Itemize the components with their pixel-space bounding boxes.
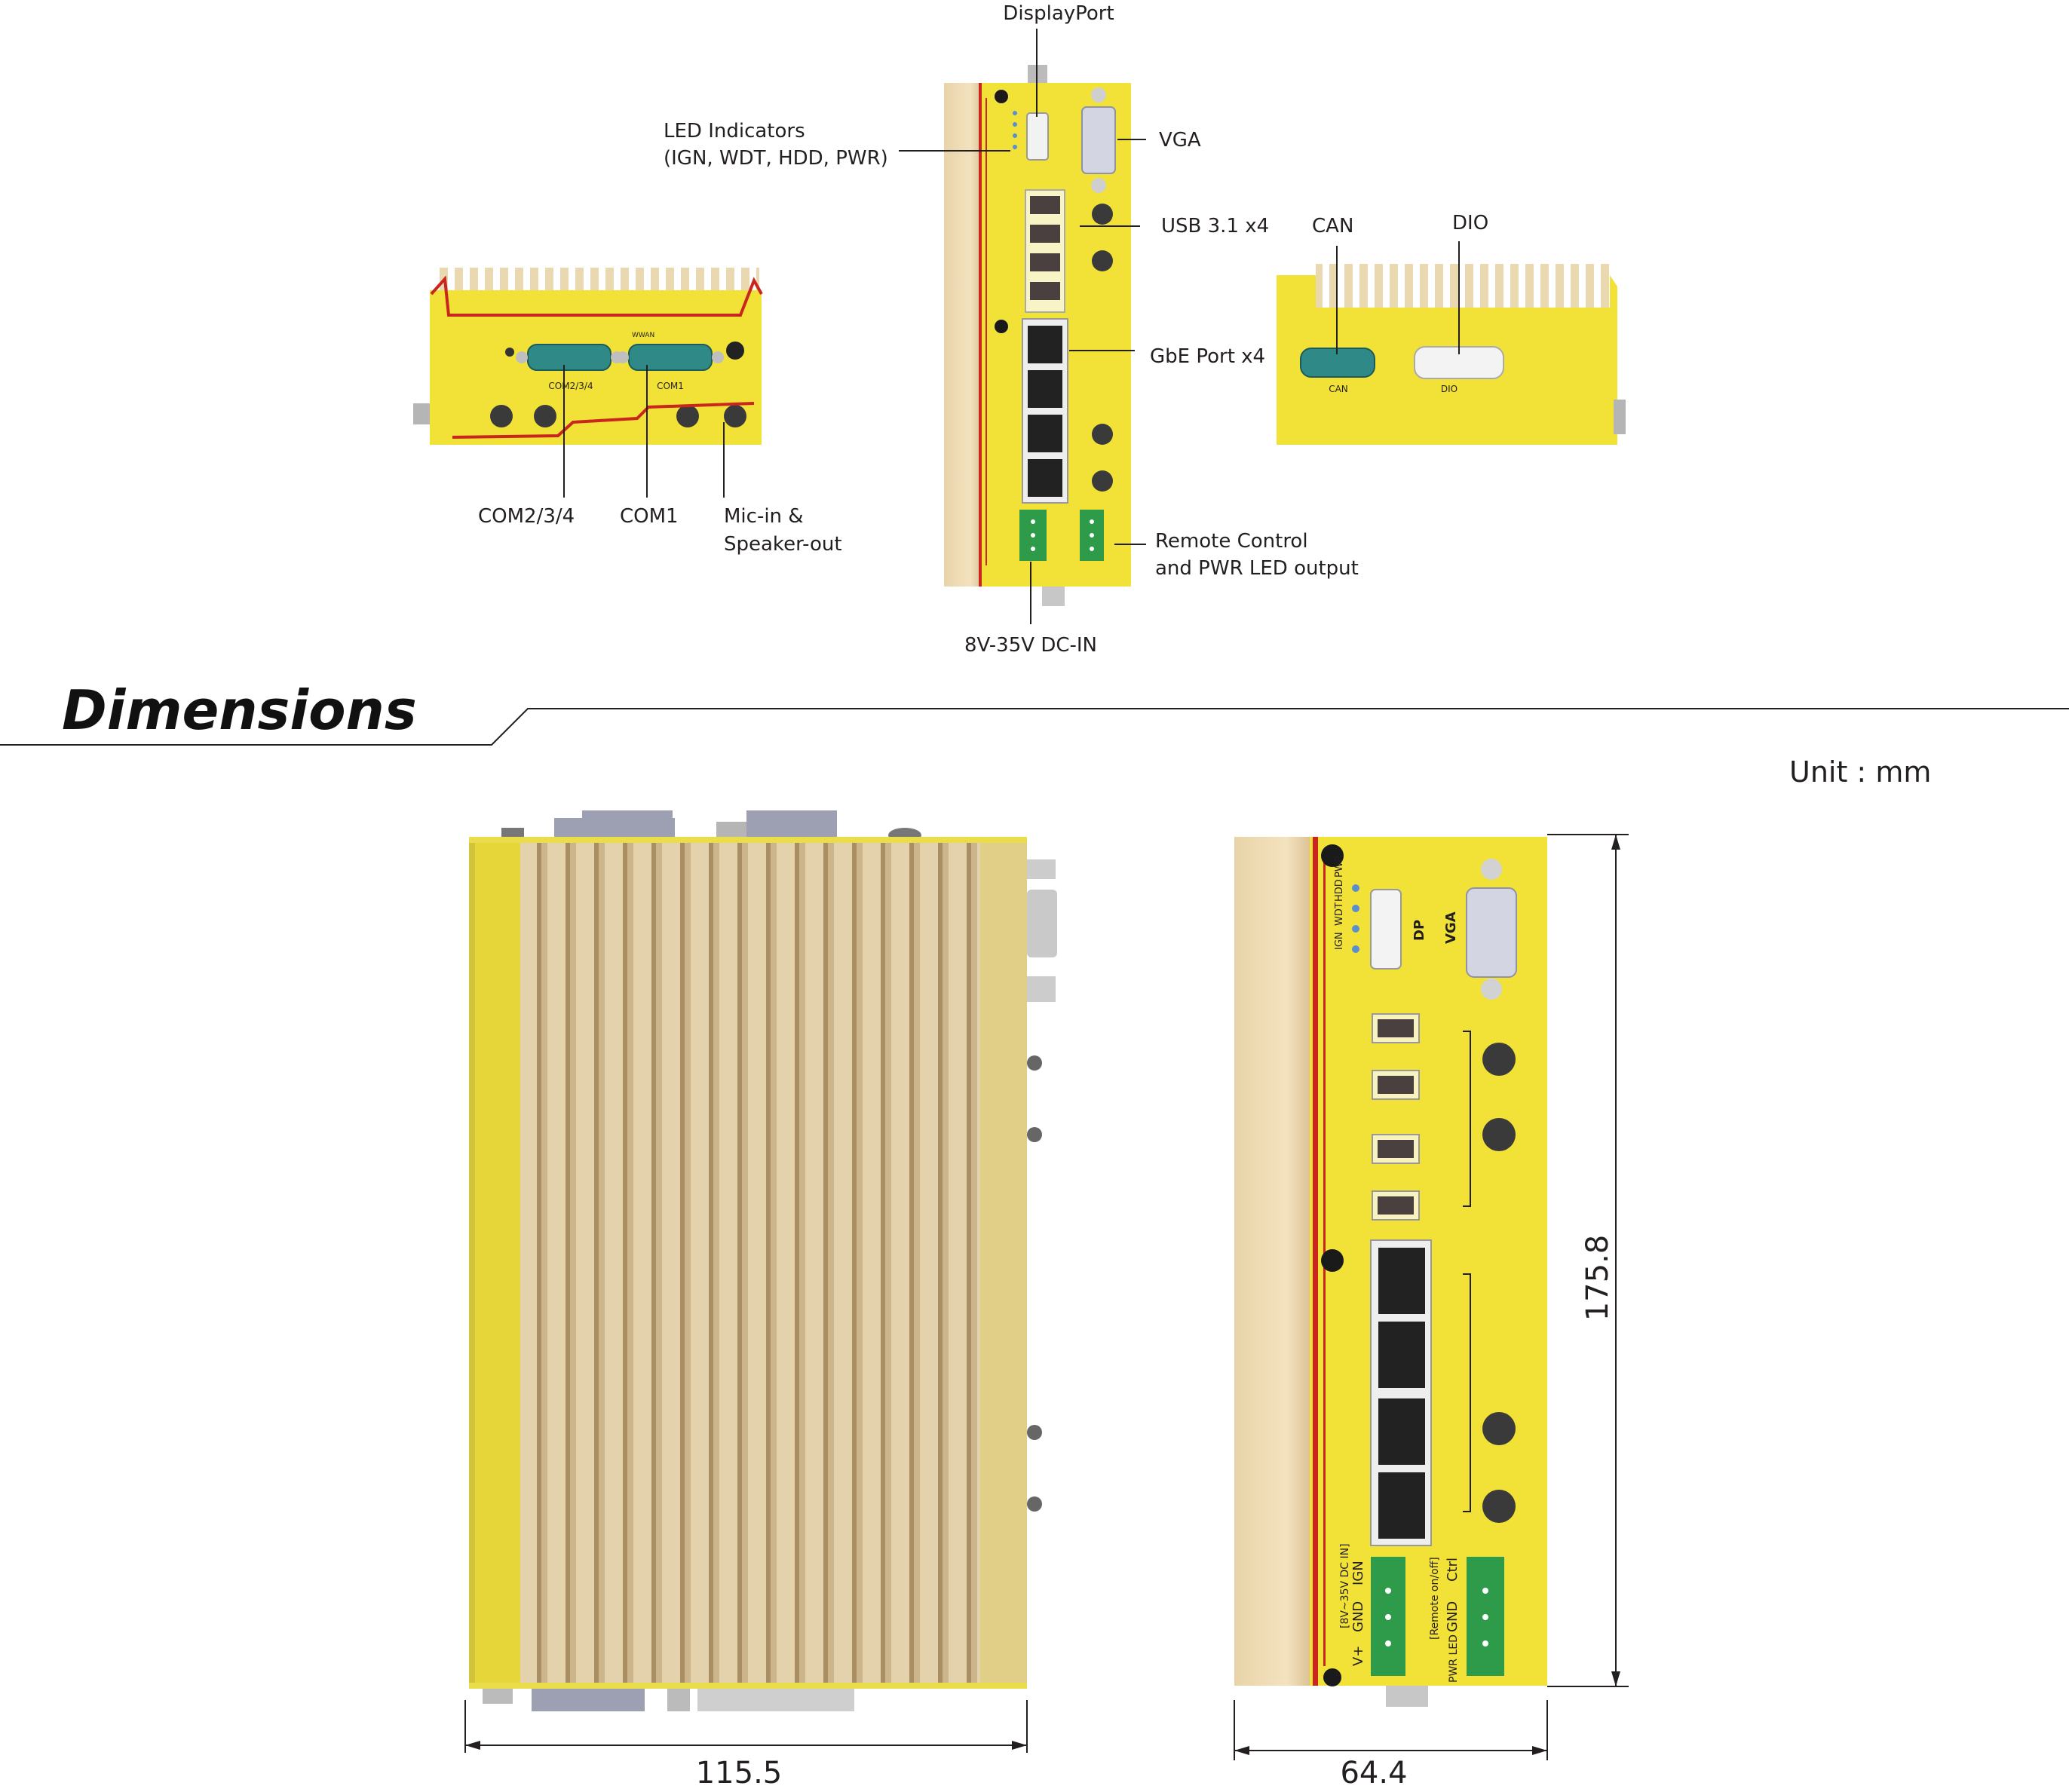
dc-in-label: [8V~35V DC IN]: [1339, 1543, 1351, 1628]
callout-led-list: (IGN, WDT, HDD, PWR): [664, 147, 888, 170]
callout-led-indicators: LED Indicators: [664, 120, 805, 142]
callout-pwr-led-output: and PWR LED output: [1155, 557, 1359, 580]
wwan-label: WWAN: [632, 332, 654, 339]
led-label-wdt: WDT: [1334, 902, 1345, 926]
width-dimension: 115.5: [464, 1700, 1028, 1790]
led-label-ign: IGN: [1334, 932, 1345, 950]
rear-view-device: COM2/3/4 COM1 WWAN: [413, 268, 763, 445]
callout-gbe: GbE Port x4: [1150, 345, 1265, 368]
callout-vga: VGA: [1159, 129, 1201, 152]
can-port-label: CAN: [1329, 384, 1348, 394]
callout-displayport: DisplayPort: [1003, 2, 1114, 25]
pwr-led-label: PWR LED: [1448, 1634, 1460, 1683]
ctrl-label: Ctrl: [1445, 1558, 1461, 1582]
gnd2-label: GND: [1445, 1601, 1461, 1632]
height-dimension: 175.8: [1547, 834, 1629, 1687]
dio-port-label: DIO: [1441, 384, 1457, 394]
depth-value: 64.4: [1340, 1756, 1407, 1790]
dp-label: DP: [1412, 920, 1427, 941]
led-label-pwr: PWR: [1334, 855, 1345, 878]
led-label-hdd: HDD: [1334, 879, 1345, 902]
gnd-label: GND: [1350, 1601, 1366, 1632]
callout-com1: COM1: [620, 505, 679, 528]
callout-dc-in: 8V-35V DC-IN: [964, 634, 1097, 657]
callout-lines: [563, 29, 1460, 624]
vga-label: VGA: [1443, 911, 1459, 944]
width-value: 115.5: [696, 1756, 783, 1790]
callout-usb: USB 3.1 x4: [1161, 215, 1269, 237]
vplus-label: V+: [1350, 1646, 1366, 1666]
depth-dimension: 64.4: [1234, 1700, 1548, 1790]
ign-label: IGN: [1350, 1561, 1366, 1585]
front-view-large-device: IGN WDT HDD PWR DP VGA: [1234, 837, 1547, 1707]
com234-port-label: COM2/3/4: [548, 381, 593, 391]
section-title: Dimensions: [62, 679, 417, 742]
remote-label: [Remote on/off]: [1429, 1557, 1441, 1640]
front-view-device: [944, 65, 1131, 606]
callout-dio: DIO: [1452, 212, 1488, 234]
com1-port-label: COM1: [657, 381, 684, 391]
callout-can: CAN: [1312, 215, 1353, 237]
top-view-device: [469, 810, 1057, 1711]
callout-com234: COM2/3/4: [478, 505, 575, 528]
callout-speaker-out: Speaker-out: [724, 533, 842, 556]
callout-remote-control: Remote Control: [1155, 530, 1308, 553]
side-view-device: CAN DIO: [1277, 264, 1626, 445]
height-value: 175.8: [1580, 1235, 1615, 1322]
callout-mic-in: Mic-in &: [724, 505, 804, 528]
dimensions-header: Dimensions Unit : mm: [0, 679, 2069, 789]
unit-label: Unit : mm: [1789, 755, 1931, 789]
